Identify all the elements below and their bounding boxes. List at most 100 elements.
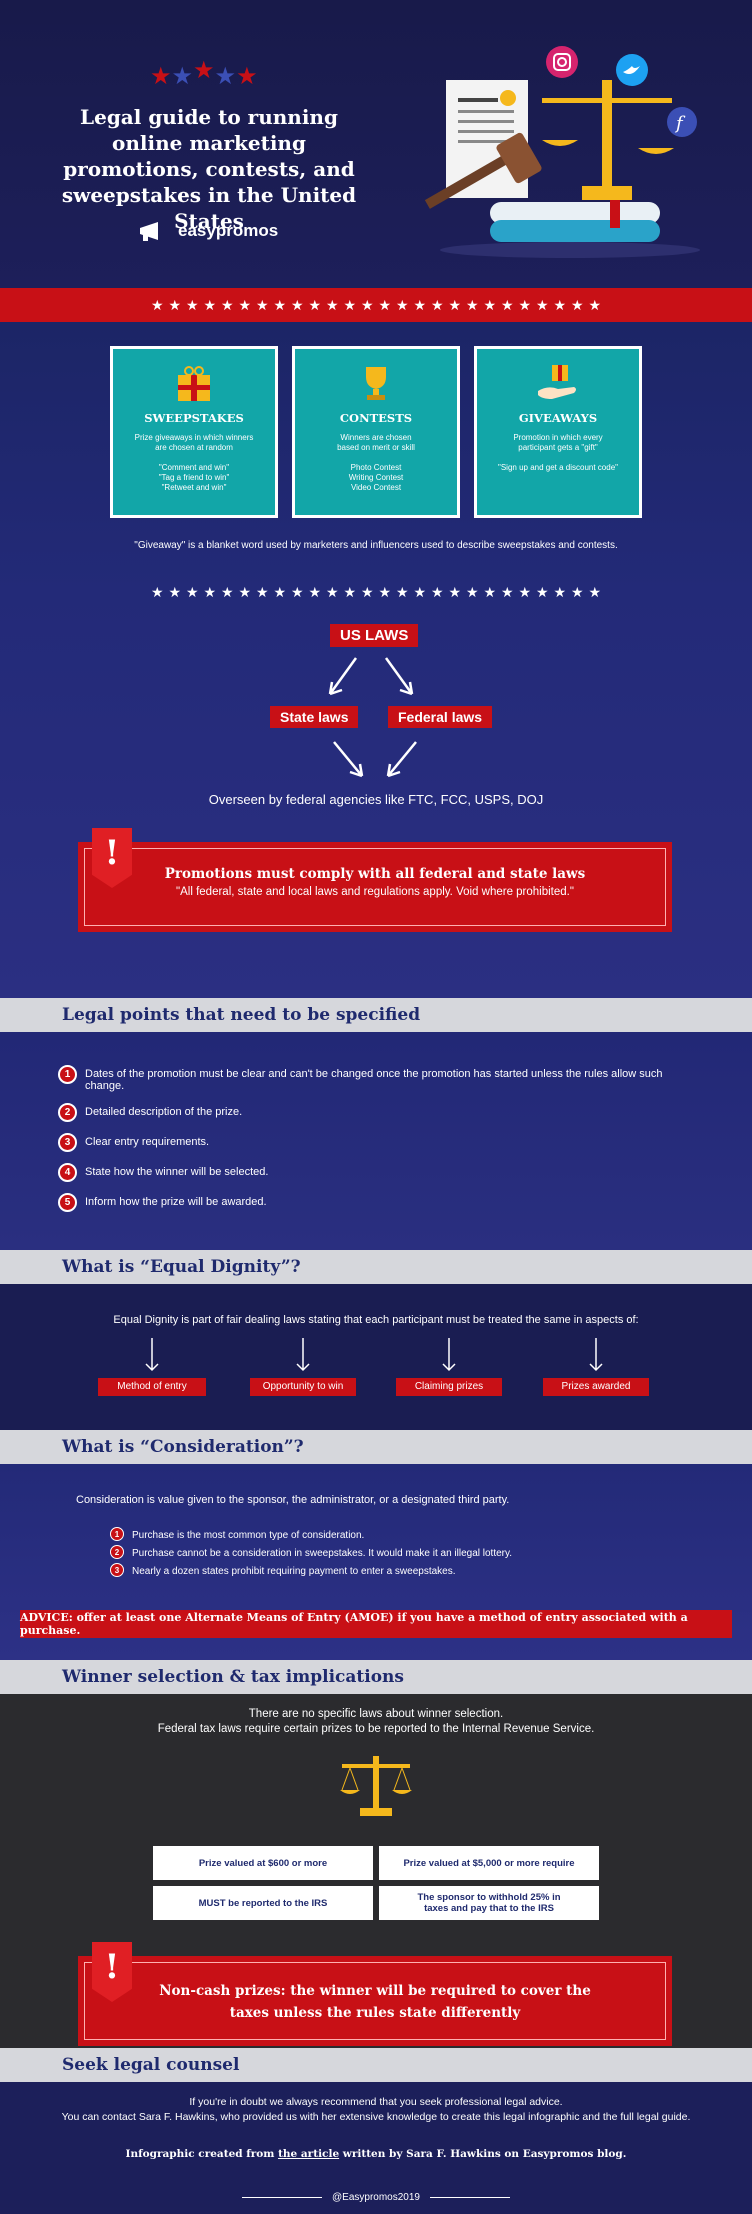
card-giveaways: GIVEAWAYS Promotion in which every parti… [474,346,642,518]
star-icon: ★ [570,296,584,313]
card-examples: Photo Contest Writing Contest Video Cont… [348,463,404,492]
winner-text-1: There are no specific laws about winner … [248,1708,504,1720]
divider [429,2197,510,2198]
counsel-text-1: If you're in doubt we always recommend t… [189,2096,563,2108]
star-icon: ★ [290,296,304,313]
list-item-text: State how the winner will be selected. [85,1166,269,1178]
number-badge: 2 [58,1103,77,1122]
list-item: 3 Clear entry requirements. [58,1133,688,1152]
star-icon: ★ [518,296,532,313]
star-icon: ★ [290,584,304,600]
star-icon: ★ [273,296,287,313]
megaphone-icon [140,222,158,241]
trophy-icon [366,367,386,400]
star-icon: ★ [483,584,497,600]
card-contests: CONTESTS Winners are chosen based on mer… [292,346,460,518]
star-icon: ★ [465,584,479,600]
star-icon: ★ [518,584,532,600]
star-icon: ★ [500,296,514,313]
star-icon: ★ [168,296,182,313]
exclamation-icon: ! [92,1942,132,2002]
scales-icon [340,1756,412,1816]
star-icon: ★ [325,296,339,313]
list-item: 1 Purchase is the most common type of con… [110,1527,512,1541]
credit-pre: Infographic created from [125,2148,279,2160]
stars-divider: ★★★★★★★★★★★★★★★★★★★★★★★★★★ [0,288,752,322]
article-link[interactable]: the article [278,2148,340,2160]
f-icon: f [667,107,697,137]
star-icon: ★ [360,296,374,313]
report-irs-box: MUST be reported to the IRS [153,1886,373,1920]
star-icon: ★ [430,296,444,313]
stars-icon: ★★★★★ [150,57,258,90]
instagram-icon [546,46,578,78]
star-icon: ★ [395,584,409,600]
number-badge: 3 [58,1133,77,1152]
star-icon: ★ [553,296,567,313]
section-heading: Winner selection & tax implications [0,1660,752,1694]
star-icon: ★ [553,584,567,600]
star-icon: ★ [535,296,549,313]
brand-logo: easypromos [138,220,278,242]
twitter-icon [616,54,648,86]
star-icon: ★ [238,296,252,313]
scales-icon [542,80,674,200]
arrow-down-icon [333,741,417,778]
card-desc: Winners are chosen based on merit or ski… [337,433,415,452]
star-icon: ★ [360,584,374,600]
section-heading: Seek legal counsel [0,2048,752,2082]
star-icon: ★ [465,296,479,313]
card-desc: Prize giveaways in which winners are cho… [134,433,254,452]
star-icon: ★ [413,296,427,313]
star-icon: ★ [500,584,514,600]
state-laws-label: State laws [270,706,359,728]
star-icon: ★ [325,584,339,600]
gavel-icon [424,132,542,209]
card-examples: "Sign up and get a discount code" [498,463,618,472]
list-item-text: Clear entry requirements. [85,1136,210,1148]
star-icon: ★ [343,584,357,600]
number-badge: 1 [58,1065,77,1084]
warning-text: "All federal, state and local laws and r… [176,886,574,898]
card-title: CONTESTS [339,411,413,425]
star-icon: ★ [150,584,164,600]
star-icon: ★ [308,584,322,600]
number-badge: 3 [110,1563,124,1577]
giveaway-note: "Giveaway" is a blanket word used by mar… [134,540,618,551]
page-title: Legal guide to running online marketing … [61,105,357,233]
list-item-text: Detailed description of the prize. [85,1106,243,1118]
agencies-text: Overseen by federal agencies like FTC, F… [208,792,544,807]
number-badge: 1 [110,1527,124,1541]
consideration-text: Consideration is value given to the spon… [76,1494,510,1506]
star-icon: ★ [535,584,549,600]
tag-prizes-awarded: Prizes awarded [543,1378,649,1396]
section-heading: What is “Equal Dignity”? [0,1250,752,1284]
star-icon: ★ [588,296,602,313]
star-icon: ★ [448,584,462,600]
arrow-down-icon [328,657,414,696]
book-icon [490,200,660,242]
footer: @Easypromos2019 [0,2192,752,2203]
star-icon: ★ [483,296,497,313]
star-icon: ★ [413,584,427,600]
list-item-text: Dates of the promotion must be clear and… [85,1068,663,1092]
winner-text-2: Federal tax laws require certain prizes … [157,1723,595,1735]
tag-method-of-entry: Method of entry [98,1378,206,1396]
withhold-box: The sponsor to withhold 25% in taxes and… [379,1886,599,1920]
gift-icon [178,366,210,401]
promotion-types: SWEEPSTAKES Prize giveaways in which win… [0,322,752,998]
non-cash-warning: ! Non-cash prizes: the winner will be re… [78,1942,672,2046]
copyright: @Easypromos2019 [332,2192,420,2203]
section-heading: Legal points that need to be specified [0,998,752,1032]
star-icon: ★ [273,584,287,600]
number-badge: 5 [58,1193,77,1212]
section-heading: What is “Consideration”? [0,1430,752,1464]
star-icon: ★ [220,584,234,600]
dignity-text: Equal Dignity is part of fair dealing la… [113,1314,639,1326]
card-title: SWEEPSTAKES [144,411,244,425]
winner-selection: There are no specific laws about winner … [0,1694,752,2048]
list-item-text: Purchase is the most common type of cons… [132,1530,365,1541]
star-icon: ★ [238,584,252,600]
